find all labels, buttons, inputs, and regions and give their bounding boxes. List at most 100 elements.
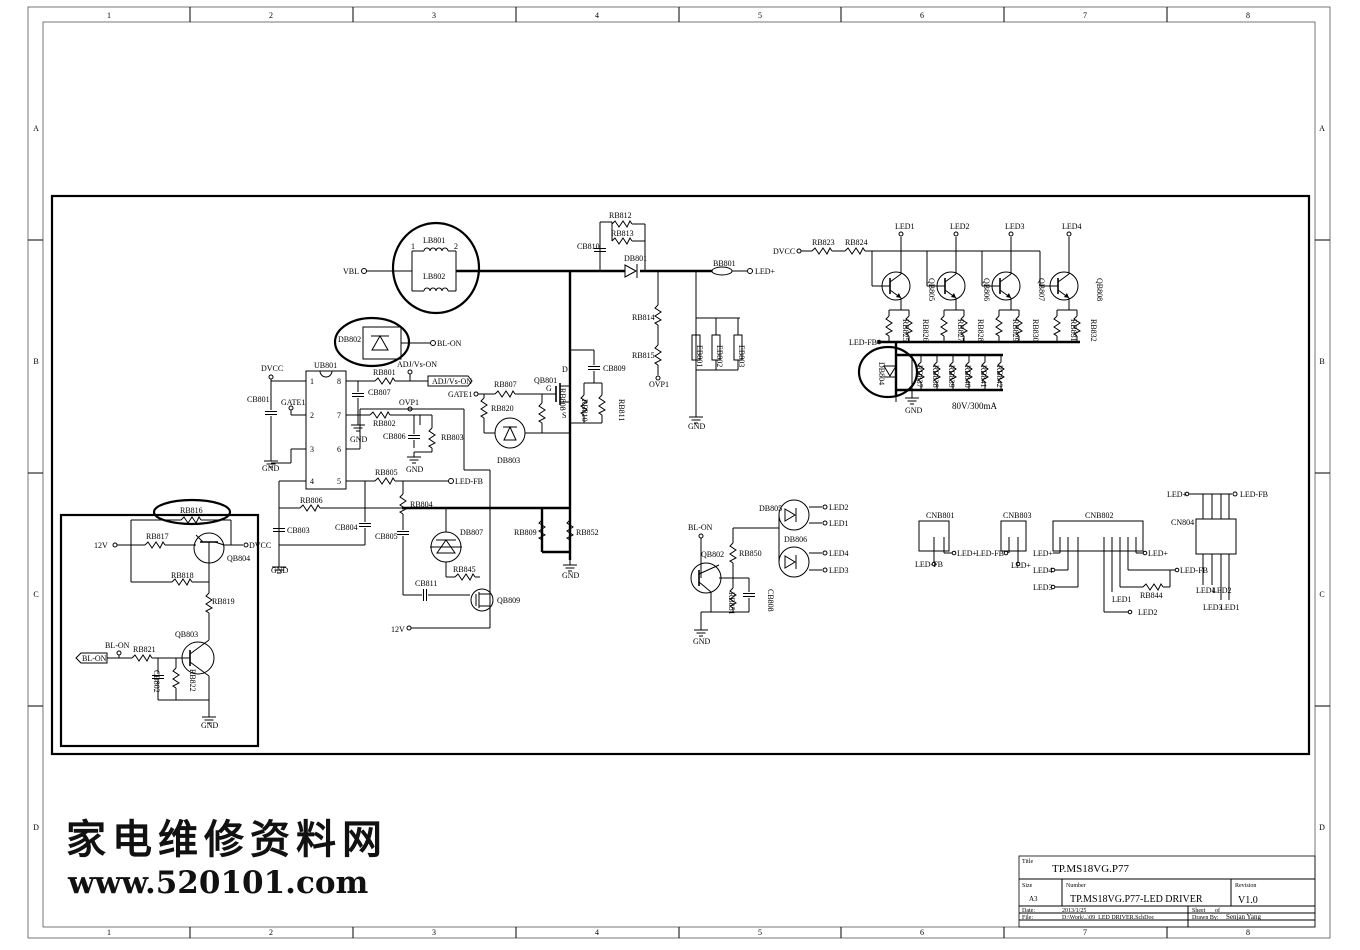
db807-label: DB807 xyxy=(460,528,483,537)
tb-drawn-label: Drawn By: xyxy=(1192,915,1219,921)
qb809-label: QB809 xyxy=(497,596,520,605)
gnd-label: GND xyxy=(406,465,424,474)
col-label: 5 xyxy=(758,928,762,937)
net-led-fb-bus: LED-FB xyxy=(849,338,877,347)
net-led4-cnb802: LED4 xyxy=(1033,566,1053,575)
net-led2-cn804: LED2 xyxy=(1212,586,1232,595)
rb850-label: RB850 xyxy=(739,549,762,558)
pin-label: G xyxy=(546,384,552,393)
tb-date-value: 2013/1/25 xyxy=(1062,908,1086,914)
qb803-label: QB803 xyxy=(175,630,198,639)
col-label: 4 xyxy=(595,928,599,937)
rb801-label: RB801 xyxy=(373,368,396,377)
rb837-label: RB837 xyxy=(915,365,924,388)
net-led-fb-cnb801: LED-FB xyxy=(915,560,943,569)
eb802-label: EB802 xyxy=(715,345,724,367)
net-gate1-left: GATE1 xyxy=(281,398,305,407)
rb815-label: RB815 xyxy=(632,351,655,360)
pin-label: 7 xyxy=(337,411,341,420)
db803-label: DB803 xyxy=(497,456,520,465)
rb822-label: RB822 xyxy=(188,669,197,692)
net-led-plus-cnb801: LED+ xyxy=(957,549,978,558)
tb-title-value: TP.MS18VG.P77 xyxy=(1052,863,1130,875)
net-led3-top: LED3 xyxy=(1005,222,1025,231)
gnd-label: GND xyxy=(262,464,280,473)
pin-label: 2 xyxy=(310,411,314,420)
col-label: 6 xyxy=(920,11,924,20)
col-label: 8 xyxy=(1246,928,1250,937)
col-label: 4 xyxy=(595,11,599,20)
gnd-label: GND xyxy=(905,406,923,415)
net-led4-cn804: LED4 xyxy=(1196,586,1216,595)
net-led-fb-cnb803: LED-FB xyxy=(976,549,1004,558)
net-led-fb-cn804: LED-FB xyxy=(1240,490,1268,499)
gnd-label: GND xyxy=(562,571,580,580)
rb821-label: RB821 xyxy=(133,645,156,654)
cb807-label: CB807 xyxy=(368,388,391,397)
watermark-chinese: 家电维修资料网 xyxy=(66,816,388,863)
col-label: 2 xyxy=(269,928,273,937)
rb802-label: RB802 xyxy=(373,419,396,428)
cb802-label: CB802 xyxy=(152,670,161,693)
net-dvcc-channels: DVCC xyxy=(773,247,795,256)
net-led-plus-cnb803: LED+ xyxy=(1011,561,1032,570)
sheet-frame xyxy=(27,6,1331,939)
cn804-label: CN804 xyxy=(1171,518,1194,527)
db804-label: DB804 xyxy=(877,362,886,385)
tb-number-value: TP.MS18VG.P77-LED DRIVER xyxy=(1070,894,1203,905)
rb844-label: RB844 xyxy=(1140,591,1163,600)
col-label: 1 xyxy=(107,928,111,937)
net-led1-top: LED1 xyxy=(895,222,915,231)
tb-size-value: A3 xyxy=(1029,895,1038,903)
rb810-label: RB810 xyxy=(580,399,589,422)
pin-label: 5 xyxy=(337,477,341,486)
row-label: D xyxy=(33,823,39,832)
pin-label: 8 xyxy=(337,377,341,386)
net-ovp1-label: OVP1 xyxy=(399,398,419,407)
db802-label: DB802 xyxy=(338,335,361,344)
rb840-label: RB840 xyxy=(963,365,972,388)
qb808-label: QB808 xyxy=(1095,278,1104,301)
net-led2-cnb802: LED2 xyxy=(1138,608,1158,617)
bb801-label: BB801 xyxy=(713,259,736,268)
net-led-plus-cnb802-right: LED+ xyxy=(1148,549,1169,558)
pin-label: 1 xyxy=(411,242,415,251)
ub801-label: UB801 xyxy=(314,361,337,370)
cnb801-label: CNB801 xyxy=(926,511,954,520)
title-block: Title TP.MS18VG.P77 Size A3 Number TP.MS… xyxy=(1018,855,1316,928)
pin-label: 1 xyxy=(310,377,314,386)
cb811-label: CB811 xyxy=(415,579,437,588)
qb802-label: QB802 xyxy=(701,550,724,559)
rb831-label: RB831 xyxy=(1069,319,1078,342)
led-channel-block: DVCC RB823 RB824 LED1 LED2 LED3 LED4 xyxy=(773,222,1104,415)
rb842-label: RB842 xyxy=(995,365,1004,388)
net-12v-dim: 12V xyxy=(94,541,108,550)
column-labels-bottom: 1 2 3 4 5 6 7 8 xyxy=(107,928,1250,937)
net-led3-status: LED3 xyxy=(829,566,849,575)
db805-label: DB805 xyxy=(759,504,782,513)
net-adj-port: ADJ/Vs-ON xyxy=(432,377,472,386)
rb838-label: RB838 xyxy=(931,365,940,388)
rb813-label: RB813 xyxy=(611,229,634,238)
dimming-subcircuit-box xyxy=(59,513,260,748)
net-bl-on-dim: BL-ON xyxy=(105,641,130,650)
dimming-subcircuit: RB816 12V RB817 QB804 DVCC RB818 RB819 xyxy=(75,498,271,730)
row-label: A xyxy=(1319,124,1325,133)
rb814-label: RB814 xyxy=(632,313,655,322)
net-led1-status: LED1 xyxy=(829,519,849,528)
cb809-label: CB809 xyxy=(603,364,626,373)
tb-size-label: Size xyxy=(1022,883,1033,889)
rb806-label: RB806 xyxy=(300,496,323,505)
rb829-label: RB829 xyxy=(1011,319,1020,342)
net-led2-status: LED2 xyxy=(829,503,849,512)
cb804-label: CB804 xyxy=(335,523,358,532)
led-status-block: DB805 DB806 LED2 LED1 LED4 LED3 RB850 BL… xyxy=(688,499,849,646)
main-circuit-box xyxy=(50,194,1311,756)
net-bl-on-status: BL-ON xyxy=(688,523,713,532)
input-inductor-block: VBL LB801 LB802 1 2 xyxy=(343,221,481,315)
rb805-label: RB805 xyxy=(375,468,398,477)
ub801-controller: UB801 1 2 3 4 8 7 6 5 DVCC CB801 GATE1 G… xyxy=(247,360,491,628)
gnd-label: GND xyxy=(350,435,368,444)
rb808-label: RB808 xyxy=(558,388,567,411)
